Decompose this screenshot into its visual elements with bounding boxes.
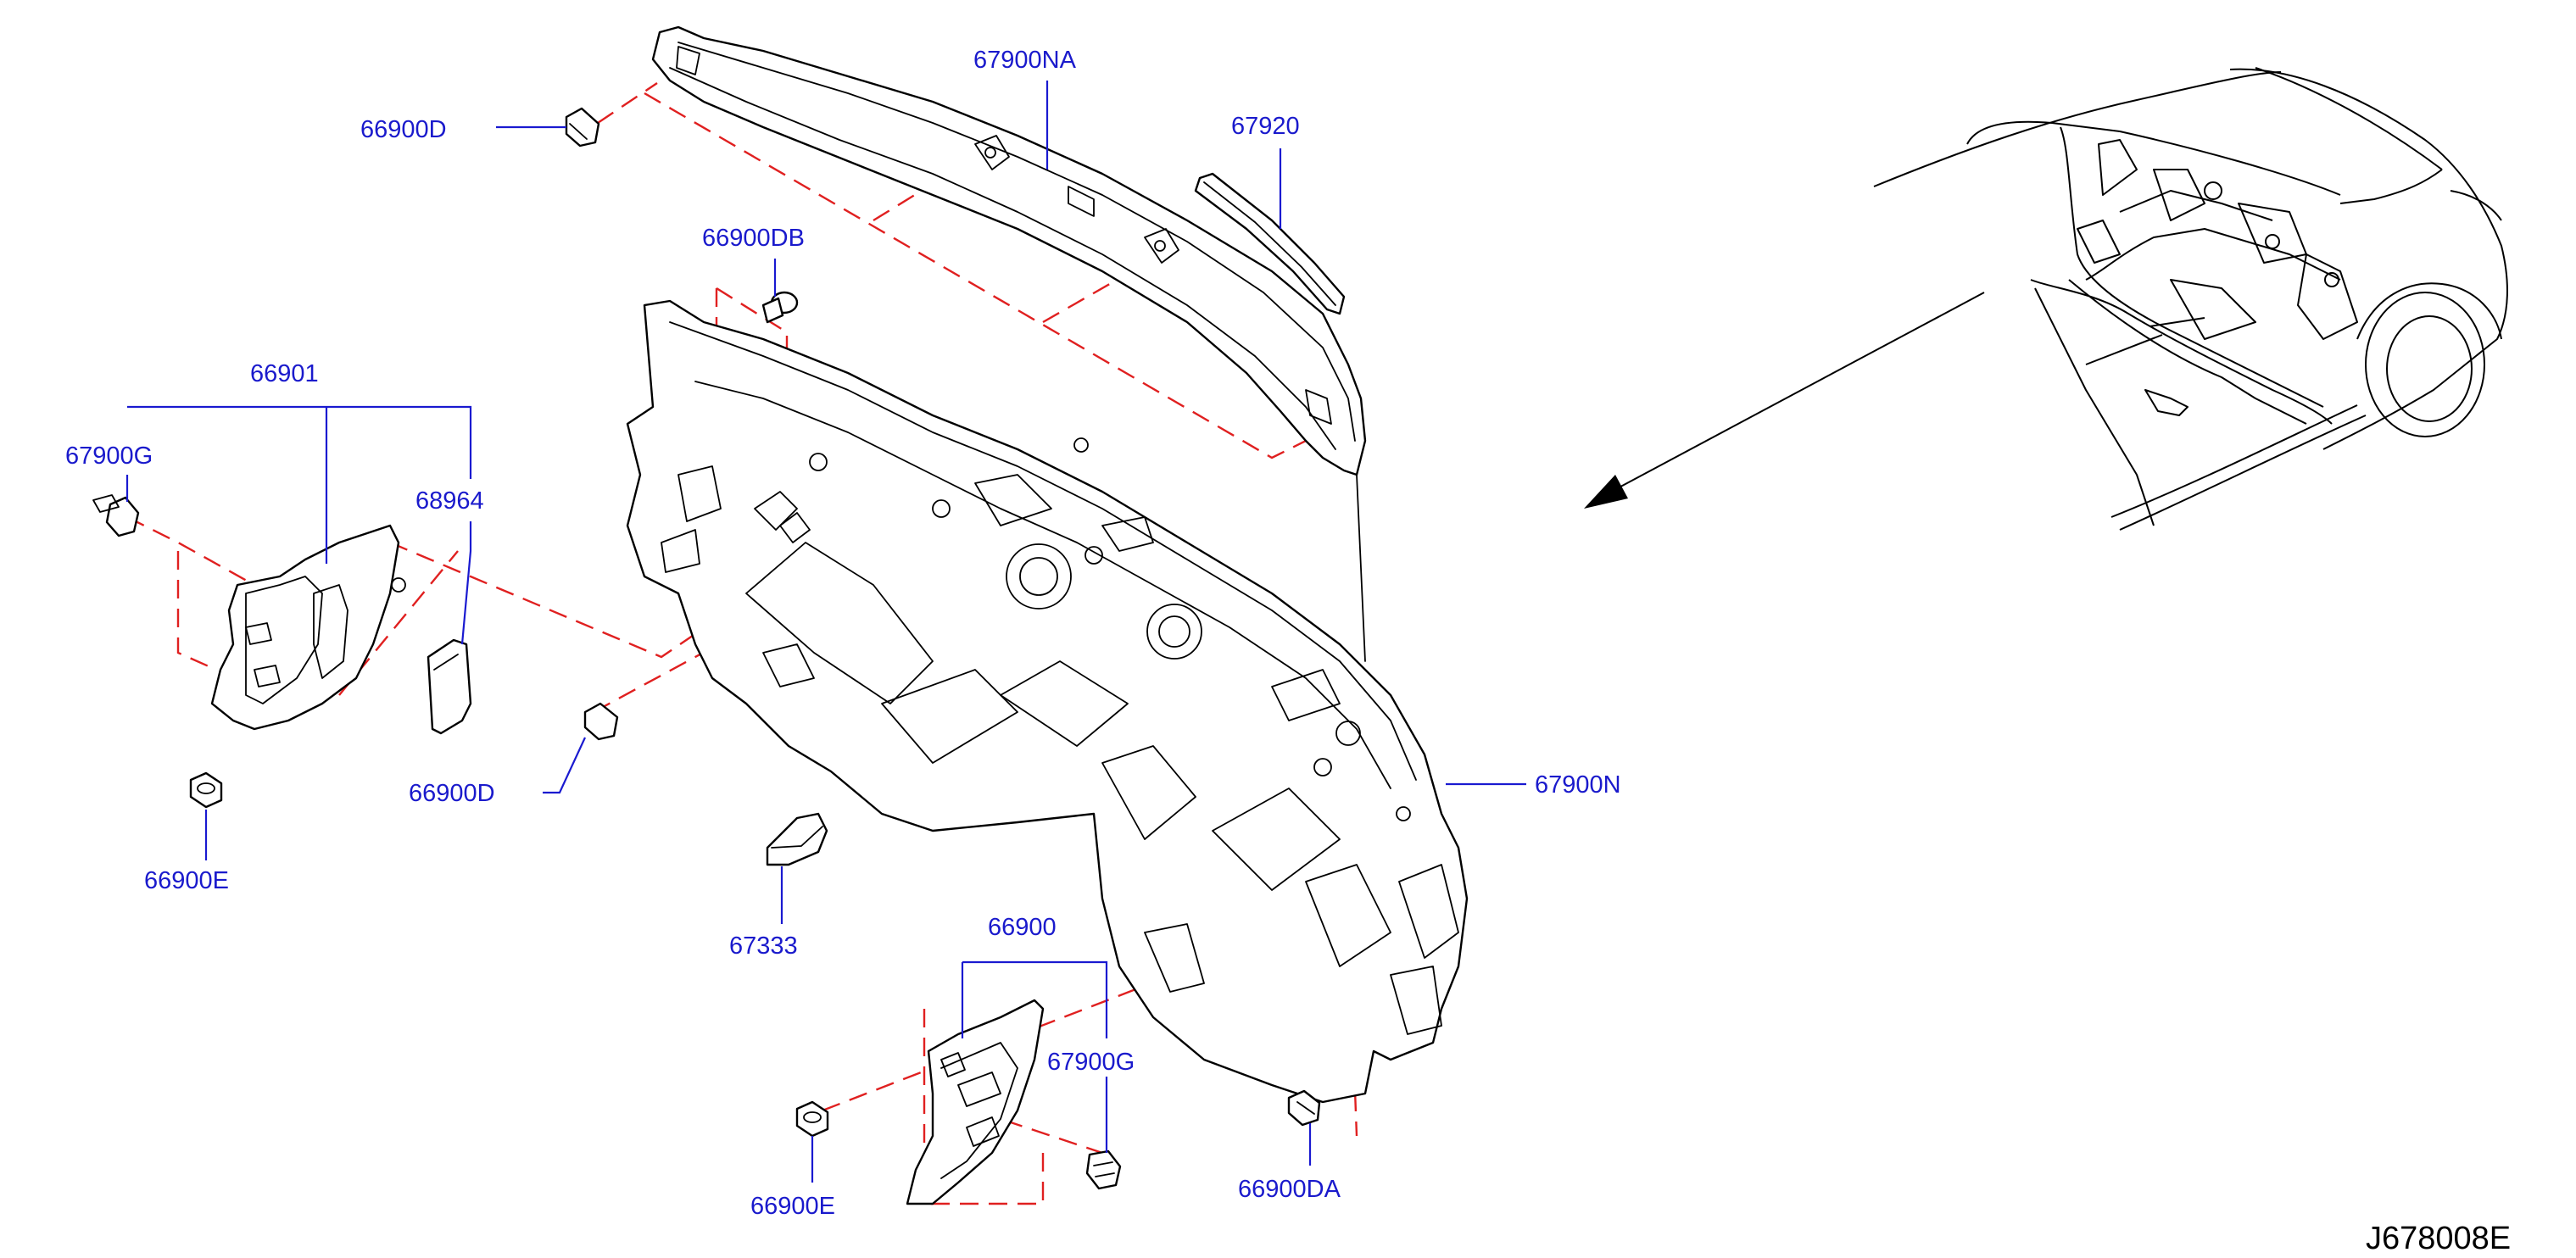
cover-cap-68964 xyxy=(427,638,472,735)
label-66900E-left: 66900E xyxy=(144,867,229,894)
clip-66900E-left xyxy=(189,771,223,809)
clip-66900E-bottom xyxy=(795,1100,829,1138)
clip-66900D-top xyxy=(565,107,600,148)
pad-67333 xyxy=(766,812,828,866)
seal-strip-67920 xyxy=(1194,172,1346,315)
bracket-lower-66900 xyxy=(906,999,1045,1205)
label-66900: 66900 xyxy=(988,914,1057,941)
clip-66900DB xyxy=(761,291,799,324)
insulator-upper-67900NA xyxy=(651,25,1367,476)
label-67900NA: 67900NA xyxy=(973,47,1077,74)
label-66900DA: 66900DA xyxy=(1238,1176,1341,1203)
clip-66900D-mid xyxy=(583,702,619,741)
leader-lines xyxy=(125,81,1526,1183)
orientation-arrow xyxy=(1584,292,1985,509)
label-67920: 67920 xyxy=(1231,113,1300,140)
label-67900N: 67900N xyxy=(1535,771,1621,799)
label-67900G-right: 67900G xyxy=(1047,1049,1135,1076)
vehicle-locator-sketch xyxy=(1873,67,2508,531)
label-67900G-left: 67900G xyxy=(65,443,153,470)
label-66900DB: 66900DB xyxy=(702,225,805,252)
label-66901: 66901 xyxy=(250,360,319,387)
arrow-head-icon xyxy=(1584,475,1628,509)
label-66900E-bottom: 66900E xyxy=(750,1193,835,1220)
label-67333: 67333 xyxy=(729,932,798,960)
clip-67900G-right xyxy=(1085,1149,1122,1190)
label-66900D-mid: 66900D xyxy=(409,780,495,807)
clip-67900G-left xyxy=(92,494,140,537)
callout-labels: 67900NA 67920 66900D 66900DB 66901 67900… xyxy=(65,47,1621,1220)
bracket-left-66901 xyxy=(210,524,406,731)
label-68964: 68964 xyxy=(415,487,484,515)
label-66900D-top: 66900D xyxy=(360,116,447,143)
insulator-main-67900N xyxy=(626,299,1469,1104)
clip-66900DA xyxy=(1287,1089,1321,1127)
diagram-code: J678008E xyxy=(2366,1221,2511,1256)
